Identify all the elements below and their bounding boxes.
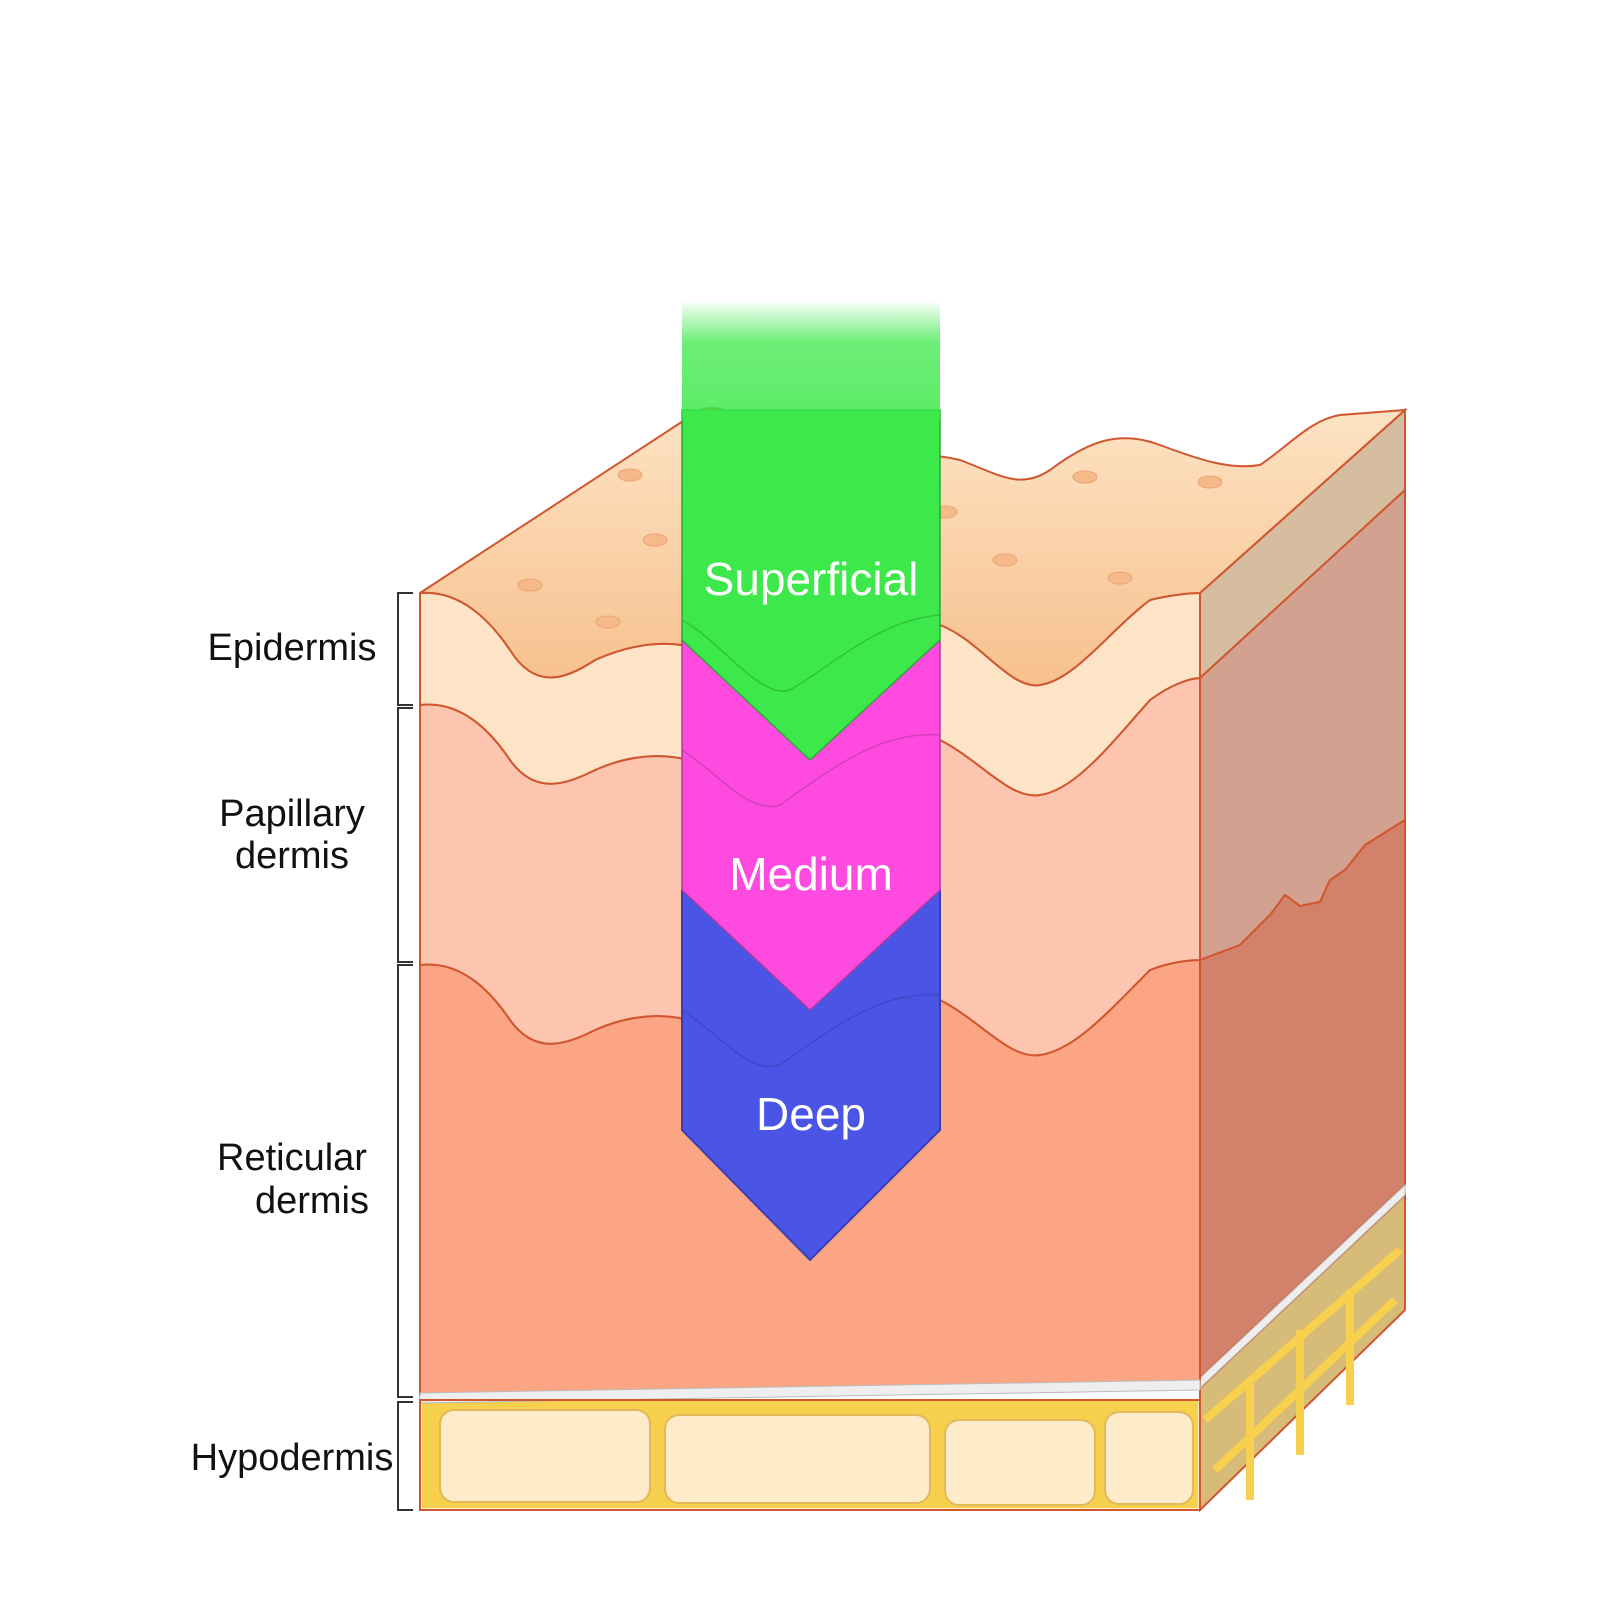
fat-cell	[944, 1419, 1096, 1506]
pore	[595, 615, 621, 629]
epidermis-bracket	[397, 592, 413, 706]
beam-layer-trace	[681, 993, 941, 1068]
superficial-label: Superficial	[704, 553, 919, 605]
papillary-bracket	[397, 707, 413, 963]
pore	[1107, 571, 1133, 585]
fat-cell	[1104, 1411, 1194, 1505]
layer-brackets	[397, 592, 413, 1511]
papillary-label-line2: dermis	[235, 835, 349, 877]
deep-label: Deep	[756, 1088, 866, 1140]
pore	[1197, 475, 1223, 489]
papillary-label-line1: Papillary	[219, 793, 365, 835]
pore	[992, 553, 1018, 567]
reticular-label-line2: dermis	[255, 1180, 369, 1222]
fat-cell	[439, 1409, 651, 1503]
hypodermis-fat	[419, 1379, 1201, 1511]
hypodermis-bracket	[397, 1401, 413, 1511]
medium-label: Medium	[729, 848, 893, 900]
hypodermis-outline	[419, 1399, 1201, 1511]
pore	[642, 533, 668, 547]
pore	[517, 578, 543, 592]
pore	[617, 468, 643, 482]
reticular-label-line1: Reticular	[217, 1137, 367, 1179]
layer-labels: Epidermis Papillary dermis Reticular der…	[191, 627, 394, 1479]
beam-layer-trace	[681, 614, 941, 692]
pore	[1072, 470, 1098, 484]
hypodermis-label: Hypodermis	[191, 1437, 394, 1479]
side-fat-network	[1202, 1246, 1403, 1500]
epidermis-label: Epidermis	[208, 627, 377, 669]
reticular-bracket	[397, 964, 413, 1398]
fat-cell	[664, 1414, 931, 1504]
peel-depth-beam: Superficial Medium Deep	[681, 300, 941, 1262]
beam-layer-trace	[681, 733, 941, 808]
side-face	[1199, 407, 1406, 1513]
beam-glow	[682, 300, 940, 420]
